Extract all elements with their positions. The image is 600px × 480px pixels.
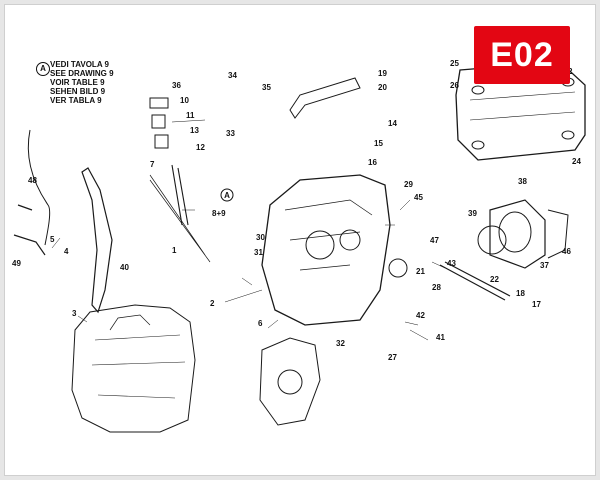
part-callout-label: 25 xyxy=(450,59,459,68)
part-callout-label: 5 xyxy=(50,235,55,244)
part-callout-label: 11 xyxy=(186,111,195,120)
chain-guide-40 xyxy=(81,167,113,314)
part-callout-label: 24 xyxy=(572,157,581,166)
part-callout-label: 15 xyxy=(374,139,383,148)
part-callout-label: 8+9 xyxy=(212,209,226,218)
part-callout-label: 30 xyxy=(256,233,265,242)
chain-cover xyxy=(259,337,321,426)
part-callout-label: 21 xyxy=(416,267,425,276)
part-callout-label: 49 xyxy=(12,259,21,268)
part-callout-label: 35 xyxy=(262,83,271,92)
part-callout-label: 31 xyxy=(254,248,263,257)
part-callout-label: 37 xyxy=(540,261,549,270)
note-line: SEHEN BILD 9 xyxy=(50,87,106,96)
note-line: VEDI TAVOLA 9 xyxy=(50,60,109,69)
part-callout-label: 17 xyxy=(532,300,541,309)
note-line: SEE DRAWING 9 xyxy=(50,69,114,78)
part-callout-label: 20 xyxy=(378,83,387,92)
part-callout-label: 47 xyxy=(430,236,439,245)
part-callout-label: 32 xyxy=(336,339,345,348)
part-callout-label: 27 xyxy=(388,353,397,362)
part-callout-label: 38 xyxy=(518,177,527,186)
part-callout-label: 12 xyxy=(196,143,205,152)
part-callout-label: 16 xyxy=(368,158,377,167)
part-callout-label: 2 xyxy=(210,299,215,308)
intake-manifold xyxy=(489,199,546,269)
part-callout-label: 1 xyxy=(172,246,177,255)
part-callout-label: 40 xyxy=(120,263,129,272)
note-line: VOIR TABLE 9 xyxy=(50,78,105,87)
cylinder-head xyxy=(261,174,391,326)
part-callout-label: 14 xyxy=(388,119,397,128)
part-callout-label: 3 xyxy=(72,309,77,318)
part-callout-label: 13 xyxy=(190,126,199,135)
cable-48 xyxy=(27,129,51,246)
part-callout-label: 34 xyxy=(228,71,237,80)
crankcase-outline xyxy=(71,304,196,433)
part-callout-label: 22 xyxy=(490,275,499,284)
part-callout-label: 4 xyxy=(64,247,69,256)
part-callout-label: 7 xyxy=(150,160,155,169)
part-callout-label: 2 xyxy=(568,67,573,76)
part-callout-label: 36 xyxy=(172,81,181,90)
part-callout-label: 18 xyxy=(516,289,525,298)
part-callout-label: A xyxy=(224,191,230,200)
part-callout-label: 10 xyxy=(180,96,189,105)
part-callout-label: 28 xyxy=(432,283,441,292)
note-marker-a: A xyxy=(36,62,50,76)
part-callout-label: 45 xyxy=(414,193,423,202)
part-callout-label: 19 xyxy=(378,69,387,78)
part-callout-label: 41 xyxy=(436,333,445,342)
breather-pipe xyxy=(289,77,361,119)
part-callout-label: 33 xyxy=(226,129,235,138)
part-callout-label: 26 xyxy=(450,81,459,90)
diagram-code-badge: E02 xyxy=(474,26,570,84)
part-callout-label: 42 xyxy=(416,311,425,320)
cross-reference-note: VEDI TAVOLA 9 SEE DRAWING 9 VOIR TABLE 9… xyxy=(50,60,114,105)
callout-marker-circle xyxy=(220,188,234,202)
part-callout-label: 29 xyxy=(404,180,413,189)
part-callout-label: 46 xyxy=(562,247,571,256)
part-callout-label: 39 xyxy=(468,209,477,218)
part-callout-label: 6 xyxy=(258,319,263,328)
part-callout-label: 48 xyxy=(28,176,37,185)
part-callout-label: 43 xyxy=(447,259,456,268)
note-line: VER TABLA 9 xyxy=(50,96,102,105)
